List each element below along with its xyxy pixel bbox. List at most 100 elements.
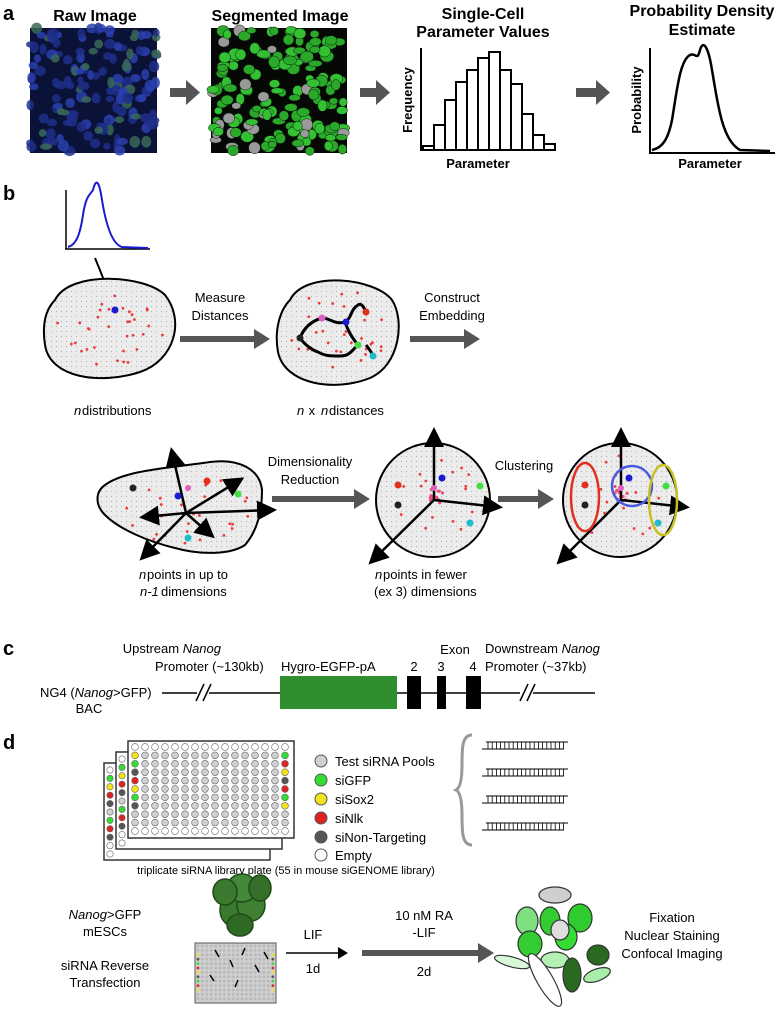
histogram-bar [543, 143, 556, 151]
histogram-ylabel: Frequency [400, 66, 415, 133]
legend-item-test: Test siRNA Pools [314, 754, 435, 769]
histogram-bar [422, 145, 435, 151]
points-up-dim-label: dimensions [161, 584, 227, 599]
legend: Test siRNA Pools siGFP siSox2 siNlk siNo… [314, 754, 435, 863]
histogram-bar [499, 69, 512, 151]
histogram-xlabel: Parameter [446, 156, 510, 171]
legend-item-sisox2: siSox2 [314, 792, 374, 807]
plate-caption: triplicate siRNA library plate (55 in mo… [137, 865, 435, 877]
exon-3-label: 3 [437, 659, 444, 674]
svg-text:siSox2: siSox2 [335, 792, 374, 807]
legend-item-empty: Empty [314, 848, 372, 863]
panel-c-letter: c [3, 638, 14, 660]
histogram-bar [488, 51, 501, 151]
exon-label: Exon [440, 642, 470, 657]
panel-d-letter: d [3, 732, 15, 754]
histogram-bar [510, 83, 523, 151]
histogram-bar [455, 81, 468, 151]
legend-item-sinlk: siNlk [314, 811, 364, 826]
bac-label-1: NG4 (Nanog>GFP) [40, 685, 152, 700]
measure-label-1: Measure [195, 290, 246, 305]
distances-x: x [305, 403, 319, 418]
density-curve [67, 181, 149, 249]
distribution-blob-1 [42, 277, 177, 380]
hygro-egfp-box [280, 676, 397, 709]
svg-text:siNlk: siNlk [335, 811, 364, 826]
high-dim-embedding [96, 447, 277, 561]
hygro-label: Hygro-EGFP-pA [281, 659, 376, 674]
svg-text:siGFP: siGFP [335, 773, 371, 788]
ra-arrowhead [478, 943, 494, 963]
upstream-label-2: Promoter (~130kb) [155, 659, 264, 674]
sirna-brace [452, 733, 473, 847]
arrow-a1 [170, 80, 200, 105]
pdf-title-line1: Probability Density [630, 3, 775, 20]
cluster-yellow [647, 463, 679, 537]
construct-label-1: Construct [424, 290, 480, 305]
plate-stack [103, 740, 295, 861]
bac-label-2: BAC [76, 701, 103, 716]
dimred-label-2: Reduction [281, 472, 340, 487]
ra-label-2: -LIF [412, 925, 435, 940]
lif-label: LIF [304, 927, 323, 942]
distances-label: distances [329, 403, 384, 418]
points-fewer-label: points in fewer [383, 567, 467, 582]
reverse-transfection-label-1: siRNA Reverse [61, 958, 149, 973]
fixation-label: Fixation [649, 910, 695, 925]
histogram-title-line2: Parameter Values [416, 24, 550, 41]
pdf-plot [649, 44, 775, 154]
raw-image [25, 22, 162, 157]
points-up-dim-n: n-1 [140, 584, 159, 599]
nuclear-staining-label: Nuclear Staining [624, 928, 719, 943]
panel-b-letter: b [3, 183, 15, 205]
construct-arrow [410, 329, 480, 349]
pdf-xlabel: Parameter [678, 156, 742, 171]
segmented-image [206, 24, 350, 156]
low-dim-embedding [368, 427, 503, 565]
sirna-duplexes [482, 741, 568, 831]
raw-image-title: Raw Image [53, 8, 137, 25]
upstream-label-1: Upstream Nanog [123, 641, 222, 656]
panel-a-letter: a [3, 3, 15, 25]
measure-arrow [180, 329, 270, 349]
points-fewer-n: n [375, 567, 382, 582]
pdf-title-line2: Estimate [669, 22, 736, 39]
histogram-bar [444, 99, 457, 151]
arrow-a3 [576, 80, 610, 105]
transfection-plate [194, 942, 277, 1004]
svg-text:Empty: Empty [335, 848, 372, 863]
legend-item-sinontargeting: siNon-Targeting [314, 830, 426, 845]
distances-n1: n [297, 403, 304, 418]
downstream-label-2: Promoter (~37kb) [485, 659, 587, 674]
histogram-bar [466, 69, 479, 151]
histogram-bar [477, 57, 490, 151]
measure-label-2: Distances [191, 308, 249, 323]
lif-days: 1d [306, 961, 320, 976]
reverse-transfection-label-2: Transfection [69, 975, 140, 990]
differentiated-cells [493, 886, 611, 1007]
mesc-label-1: Nanog>GFP [69, 907, 142, 922]
n-distributions-n: n [74, 403, 81, 418]
n-distributions-label: distributions [82, 403, 152, 418]
points-up-n: n [139, 567, 146, 582]
bac-construct [162, 676, 595, 709]
clustering-arrow [498, 489, 554, 509]
pdf-ylabel: Probability [629, 66, 644, 134]
dimred-label-1: Dimensionality [268, 454, 353, 469]
exon-2-label: 2 [410, 659, 417, 674]
svg-text:siNon-Targeting: siNon-Targeting [335, 830, 426, 845]
exon-3-box [437, 676, 446, 709]
lif-arrowhead [338, 947, 348, 959]
points-up-label: points in up to [147, 567, 228, 582]
mesc-label-2: mESCs [83, 924, 128, 939]
clustering-label: Clustering [495, 458, 554, 473]
legend-item-sigfp: siGFP [314, 773, 371, 788]
exon-2-box [407, 676, 421, 709]
ra-days: 2d [417, 964, 431, 979]
dimred-arrow [272, 489, 370, 509]
ra-arrow-body [362, 950, 480, 956]
construct-label-2: Embedding [419, 308, 485, 323]
mesc-colony [212, 873, 272, 937]
histogram-bar [532, 134, 545, 151]
cluster-blue [610, 464, 654, 508]
